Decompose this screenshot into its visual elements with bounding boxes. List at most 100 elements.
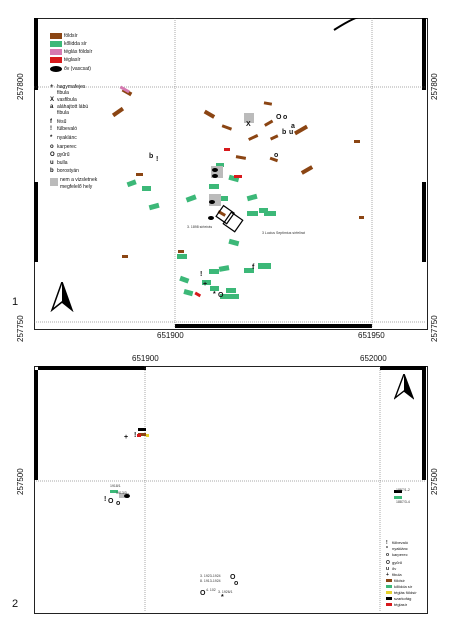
legend2-label-5: fibula <box>392 572 402 577</box>
north-arrow-icon <box>50 282 74 312</box>
legend-symbol-6: ! <box>50 126 52 132</box>
map-2-mark: * <box>221 594 224 601</box>
legend-label-teglas-foldsir: téglás földsír <box>64 49 93 55</box>
map-2-label-g4: 1887/3-4 <box>396 500 410 504</box>
map-2-frame <box>34 366 428 614</box>
map-1-x-left: 651900 <box>157 331 184 340</box>
map-2-y-left: 257500 <box>16 468 25 495</box>
legend2-symbol-2: o <box>386 552 390 558</box>
legend-symbol-10: u <box>50 160 54 166</box>
map-1-mark: X <box>246 121 251 128</box>
map-2-mark: ! <box>104 496 107 503</box>
map-2-mark: o <box>116 500 121 507</box>
legend2-symbol-1: * <box>386 546 388 552</box>
map-2-mark: O <box>200 590 206 597</box>
map-1-graves <box>111 85 364 299</box>
map-1-mark: * <box>213 291 216 298</box>
legend-symbol-8: o <box>50 144 54 150</box>
legend2-color-label-1: kőlidda sír <box>394 584 413 589</box>
legend-symbol-label-5: fésű <box>57 119 67 125</box>
map-2-x-left: 651900 <box>132 354 159 363</box>
map-2-label-g2: 1913/3 <box>116 491 127 495</box>
map-2-label-g5: 3. 1923-1924 <box>200 574 221 578</box>
map-1-scale-bar-bottom <box>175 324 372 328</box>
legend-symbol-label-1: fibula <box>57 90 69 96</box>
map-1-mark: b <box>149 153 154 160</box>
map-2-mark: O <box>230 574 236 581</box>
legend-symbol-5: f <box>50 119 52 125</box>
legend2-swatch-4 <box>386 603 392 606</box>
legend-symbol-label-2: vasfibula <box>57 97 77 103</box>
map-2-bar-left <box>34 370 38 480</box>
map-2-mark: ! <box>134 432 137 439</box>
legend2-label-2: karperec <box>392 552 408 557</box>
map-2-bar-right <box>422 370 426 480</box>
legend-symbol-label-11: borostyán <box>57 168 79 174</box>
map-2-mark: + <box>124 434 129 441</box>
map-1-mark: a <box>291 123 295 130</box>
map-1-x-right: 651950 <box>358 331 385 340</box>
legend-swatch-foldsir <box>50 33 62 39</box>
legend-gray-label-0: nem a vizsletnek <box>60 177 98 183</box>
map-2-label-g6: 8. 1913-1924 <box>200 579 221 583</box>
map-2-x-right: 652000 <box>360 354 387 363</box>
legend-symbol-11: b <box>50 168 54 174</box>
map-1-left-bar-lower <box>34 182 38 262</box>
map-1-mark: ! <box>200 271 203 278</box>
legend-symbol-2: X <box>50 97 55 103</box>
legend-symbol-0: + <box>50 84 54 90</box>
legend2-symbol-4: u <box>386 566 390 572</box>
legend-symbol-3: a <box>50 104 54 110</box>
panel-number-2: 2 <box>12 598 19 610</box>
legend-symbol-label-6: fülbevaló <box>57 126 78 132</box>
map-1-frame <box>34 18 428 330</box>
map-1-y-bottom-left: 257750 <box>16 315 25 342</box>
map-2-bar-top-left <box>38 366 146 370</box>
map-1-y-bottom-right: 257750 <box>430 315 439 342</box>
map-1-mark: ! <box>156 156 159 163</box>
map-2-y-right: 257500 <box>430 468 439 495</box>
legend-label-foldsir: földsír <box>64 33 78 39</box>
legend2-symbol-0: ! <box>386 540 388 546</box>
legend2-swatch-3 <box>386 597 392 600</box>
map-1-mark: O <box>276 114 282 121</box>
legend2-color-label-4: téglasír <box>394 602 408 607</box>
map-2-label-g8: 4. 102 <box>206 588 216 592</box>
legend2-swatch-2 <box>386 591 392 594</box>
map-2-label-g1: 1918/1 <box>110 484 121 488</box>
map-1-scale-bar-left <box>34 18 38 90</box>
map-1-mark: f <box>252 264 255 271</box>
legend-symbol-9: O <box>50 152 55 158</box>
map-1-mark: b <box>282 129 287 136</box>
legend-symbol-label-9: gyűrű <box>57 152 70 158</box>
legend-swatch-teglas-foldsir <box>50 49 62 55</box>
map-2-grid <box>34 366 426 612</box>
map-1-right-bar-lower <box>422 182 426 262</box>
legend2-swatch-1 <box>386 585 392 588</box>
map-1-y-top-right: 257800 <box>430 73 439 100</box>
map-1-scale-bar-right <box>422 18 426 90</box>
legend2-label-4: őv <box>392 566 397 571</box>
map-2-label-g7: 3. 1926/1 <box>218 590 233 594</box>
map-2-mark: O <box>108 498 114 505</box>
legend-swatch-teglasir <box>50 57 62 63</box>
north-arrow-icon <box>394 374 414 400</box>
map-1-mark: o <box>274 152 279 159</box>
legend2-label-1: nyaklánc <box>392 546 408 551</box>
legend-symbol-label-4: fibula <box>57 110 69 116</box>
legend-label-teglasir: téglasír <box>64 57 81 63</box>
map-1-grid <box>34 18 426 328</box>
legend2-color-label-2: téglás földsír <box>394 590 417 595</box>
legend-symbol-label-8: karperec <box>57 144 77 150</box>
map-2-label-g3: 1887/1-2 <box>396 488 410 492</box>
legend-gray-label-1: megfelelő hely <box>60 184 93 190</box>
map-1-note-1: 3 Lucius Septimius sírfelirat <box>262 231 305 235</box>
map-1-mark: + <box>203 281 208 288</box>
legend2-label-0: fülbevaló <box>392 540 409 545</box>
legend2-label-3: gyűrű <box>392 560 403 565</box>
legend-symbol-label-3: aláhajtott lábú <box>57 104 89 110</box>
panel-number-1: 1 <box>12 296 19 308</box>
map-1-note-0: 3. 1898 sírleírás <box>187 225 213 229</box>
legend2-symbol-3: O <box>386 560 390 566</box>
legend-label-ov: őv (vascsat) <box>64 66 91 72</box>
